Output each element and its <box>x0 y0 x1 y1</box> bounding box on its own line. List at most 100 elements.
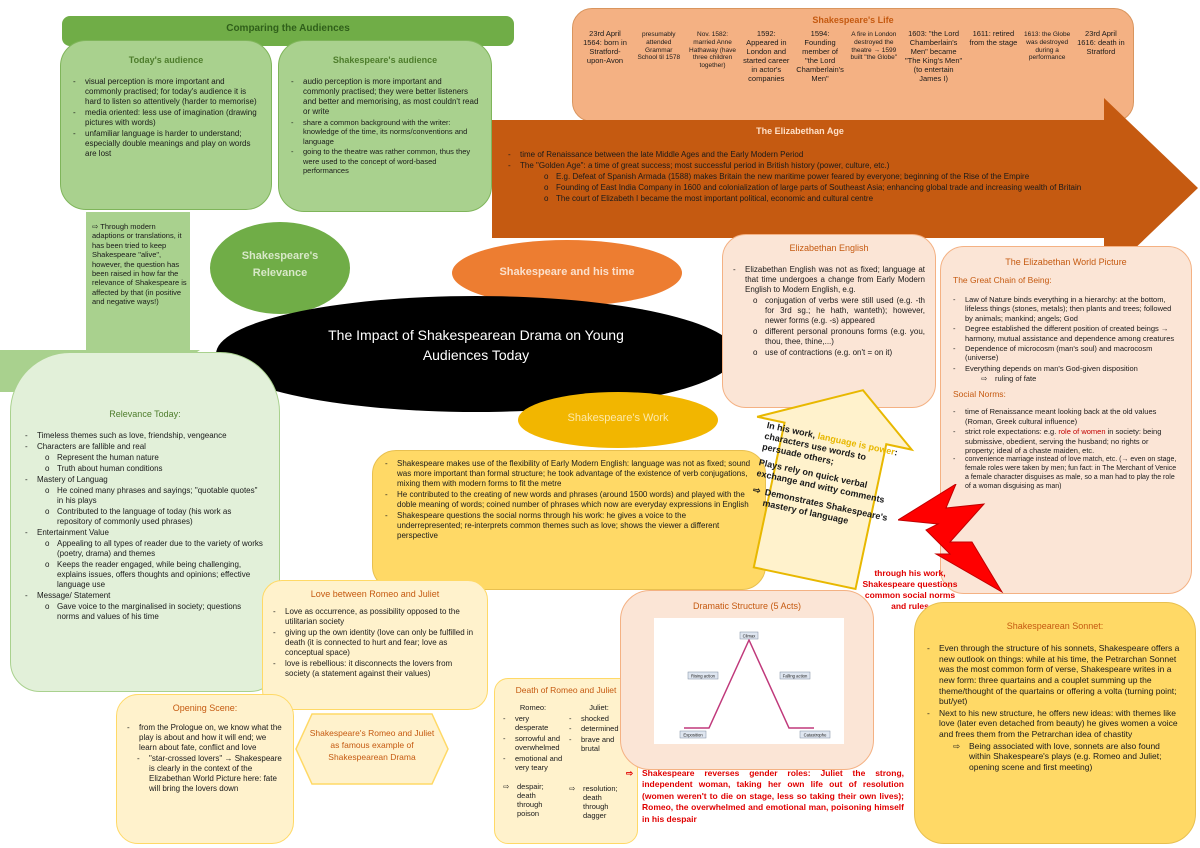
life-event: 1603: "the Lord Chamberlain's Men" becam… <box>904 29 963 83</box>
gender-roles-note: ⇨ Shakespeare reverses gender roles: Jul… <box>626 768 904 824</box>
list-item: going to the theatre was rather common, … <box>291 147 479 175</box>
list-item: The court of Elizabeth I became the most… <box>544 194 1138 204</box>
life-timeline: 23rd April 1564: born in Stratford-upon-… <box>581 27 1125 83</box>
list-item: Shakespeare questions the social norms t… <box>385 511 753 541</box>
shakespeare-work-box: Shakespeare makes use of the flexibility… <box>372 450 766 590</box>
stage-rising-action: Rising action <box>691 674 716 679</box>
arrow-icon: ⇨ <box>569 783 576 793</box>
elizabethan-age-title: The Elizabethan Age <box>756 126 844 136</box>
today-audience-list: visual perception is more important and … <box>73 77 259 159</box>
list-item: The "Golden Age": a time of great succes… <box>508 161 1138 171</box>
shakespeare-audience-list: audio perception is more important and c… <box>291 77 479 175</box>
dramatic-structure-title: Dramatic Structure (5 Acts) <box>692 601 802 611</box>
list-item: strict role expectations: e.g. role of w… <box>953 427 1179 455</box>
adaptions-note: ⇨ Through modern adaptions or translatio… <box>92 222 187 306</box>
life-event: 1592: Appeared in London and started car… <box>743 29 790 83</box>
list-item: Entertainment Value <box>25 528 265 538</box>
list-item: Everything depends on man's God-given di… <box>953 364 1179 374</box>
shakespeare-audience-title: Shakespeare's audience <box>332 55 438 65</box>
relevance-oval <box>210 222 350 314</box>
today-audience-title: Today's audience <box>128 55 204 65</box>
relevance-oval-label: Shakespeare's Relevance <box>241 250 319 279</box>
stage-climax: Climax <box>743 634 757 639</box>
romeo-example-label: Shakespeare's Romeo and Juliet as famous… <box>309 728 435 762</box>
lightning-bolt-icon <box>898 484 1004 594</box>
shakespeare-life-title: Shakespeare's Life <box>812 15 894 25</box>
sonnet-list: Even through the structure of his sonnet… <box>927 643 1183 773</box>
relevance-list: Timeless themes such as love, friendship… <box>25 431 265 622</box>
list-item: love is rebellious: it disconnects the l… <box>273 659 477 679</box>
list-item: Gave voice to the marginalised in societ… <box>45 602 265 622</box>
arrow-icon: ⇨ <box>626 768 634 778</box>
social-norms-list: time of Renaissance meant looking back a… <box>953 407 1179 491</box>
list-item: use of contractions (e.g. on't = on it) <box>753 348 925 358</box>
juliet-end: ⇨ resolution; death through dagger <box>569 783 618 820</box>
list-item: He contributed to the creating of new wo… <box>385 490 753 510</box>
list-item: conjugation of verbs were still used (e.… <box>753 296 925 326</box>
relevance-today-box: Relevance Today: Timeless themes such as… <box>10 352 280 692</box>
romeo-title: Romeo: <box>519 703 547 712</box>
list-item: visual perception is more important and … <box>73 77 259 107</box>
elizabethan-english-box: Elizabethan English Elizabethan English … <box>722 234 936 408</box>
list-item: brave and brutal <box>569 735 629 754</box>
list-item: different personal pronouns forms (e.g. … <box>753 327 925 347</box>
list-item: emotional and very teary <box>503 754 563 773</box>
list-item: very desperate <box>503 714 563 733</box>
list-item: Next to his new structure, he offers new… <box>927 708 1183 740</box>
world-picture-title: The Elizabethan World Picture <box>1005 257 1127 267</box>
work-oval <box>518 392 718 448</box>
list-item: time of Renaissance between the late Mid… <box>508 150 1138 160</box>
stage-falling-action: Falling action <box>783 674 808 679</box>
death-title: Death of Romeo and Juliet <box>515 685 617 695</box>
list-item: convenience marriage instead of love mat… <box>953 456 1179 491</box>
list-item: audio perception is more important and c… <box>291 77 479 117</box>
list-item: Truth about human conditions <box>45 464 265 474</box>
list-item: Even through the structure of his sonnet… <box>927 643 1183 707</box>
time-oval-label: Shakespeare and his time <box>499 266 635 278</box>
life-event: 1611: retired from the stage <box>969 29 1018 47</box>
list-item: determined <box>569 724 629 734</box>
arrow-icon: ⇨ <box>92 222 99 231</box>
list-item: Founding of East India Company in 1600 a… <box>544 183 1138 193</box>
work-oval-label: Shakespeare's Work <box>567 412 669 424</box>
list-item: share a common background with the write… <box>291 118 479 146</box>
list-item: Characters are fallible and real <box>25 442 265 452</box>
time-oval <box>452 240 682 306</box>
shakespeare-work-list: Shakespeare makes use of the flexibility… <box>385 459 753 541</box>
list-item: Contributed to the language of today (hi… <box>45 507 265 527</box>
elizabethan-english-title: Elizabethan English <box>789 243 869 253</box>
list-item: Elizabethan English was not as fixed; la… <box>733 265 925 295</box>
list-item: Dependence of microcosm (man's soul) and… <box>953 344 1179 363</box>
list-item: media oriented: less use of imagination … <box>73 108 259 128</box>
juliet-title: Juliet: <box>589 703 609 712</box>
list-item: Message/ Statement <box>25 591 265 601</box>
chain-of-being-list: Law of Nature binds everything in a hier… <box>953 295 1179 384</box>
social-norms-red-note: through his work, Shakespeare questions … <box>862 568 958 612</box>
romeo-end: ⇨ despair; death through poison <box>503 782 544 819</box>
arrow-icon: ⇨ <box>503 782 510 792</box>
life-event: 23rd April 1616: death in Stratford <box>1077 29 1125 56</box>
list-item: sorrowful and overwhelmed <box>503 734 563 753</box>
role-of-women-highlight: role of women <box>1058 427 1106 437</box>
romeo-column: Romeo: very desperate sorrowful and over… <box>503 703 563 820</box>
relevance-today-title: Relevance Today: <box>109 409 181 419</box>
opening-scene-box: Opening Scene: from the Prologue on, we … <box>116 694 294 844</box>
list-item: Shakespeare makes use of the flexibility… <box>385 459 753 489</box>
list-item: Represent the human nature <box>45 453 265 463</box>
love-box: Love between Romeo and Juliet Love as oc… <box>262 580 488 710</box>
shakespeare-life-box: Shakespeare's Life 23rd April 1564: born… <box>572 8 1134 122</box>
shakespeare-audience-box: Shakespeare's audience audio perception … <box>278 40 492 212</box>
freytag-pyramid-diagram: Climax Rising action Falling action Expo… <box>654 618 844 744</box>
list-item: Keeps the reader engaged, while being ch… <box>45 560 265 590</box>
list-item: from the Prologue on, we know what the p… <box>127 723 283 753</box>
life-event: A fire in London destroyed the theatre →… <box>850 31 898 62</box>
list-item: Appealing to all types of reader due to … <box>45 539 265 559</box>
juliet-list: shocked determined brave and brutal <box>569 714 629 754</box>
social-norms-title: Social Norms: <box>953 389 1006 400</box>
opening-scene-title: Opening Scene: <box>172 703 238 713</box>
main-title: The Impact of Shakespearean Drama on You… <box>328 327 624 363</box>
list-item: Law of Nature binds everything in a hier… <box>953 295 1179 323</box>
today-audience-box: Today's audience visual perception is mo… <box>60 40 272 210</box>
list-item: Mastery of Languag <box>25 475 265 485</box>
romeo-example-hexagon <box>295 713 449 785</box>
